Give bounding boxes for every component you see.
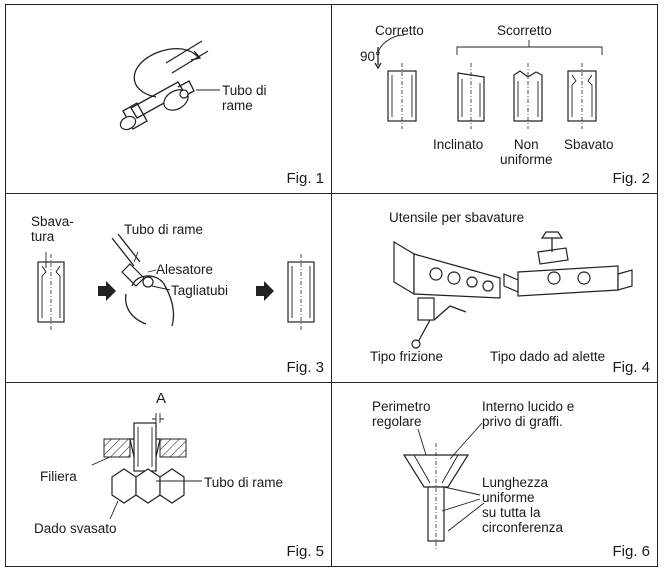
tube-cut-comparison [374, 34, 603, 129]
figure-5-panel: A Filiera Tubo di rame Dado svasato Fig.… [5, 382, 332, 567]
length-label: Lunghezza uniforme su tutta la circonfer… [482, 475, 564, 535]
figure-3-panel: Sbava- tura Tubo di rame Alesatore Tagli… [5, 193, 332, 383]
wingnut-type-label: Tipo dado ad alette [490, 349, 606, 364]
uneven-label: Non uniforme [500, 137, 553, 167]
figure-1-panel: Tubo di rame Fig. 1 [5, 4, 332, 194]
dimension-a-label: A [156, 390, 167, 407]
burr-label: Sbava- tura [31, 214, 74, 244]
burred-label: Sbavato [564, 137, 614, 152]
tube-label: Tubo di rame [222, 83, 267, 113]
angle-label: 90° [360, 49, 381, 64]
friction-type-label: Tipo frizione [370, 349, 444, 364]
fig-4-caption: Fig. 4 [612, 359, 650, 376]
inclined-label: Inclinato [433, 137, 484, 152]
perimeter-label: Perimetro regolare [372, 399, 431, 429]
fig-5-caption: Fig. 5 [286, 543, 324, 560]
tube-cutter-illustration [119, 40, 220, 131]
fig-1-caption: Fig. 1 [286, 170, 324, 187]
incorrect-label: Scorretto [497, 23, 552, 38]
tool-title: Utensile per sbavature [389, 210, 525, 225]
nut-label: Dado svasato [34, 521, 117, 536]
reamer-label: Alesatore [156, 262, 214, 277]
correct-label: Corretto [375, 23, 424, 38]
tube-label: Tubo di rame [124, 222, 204, 237]
figure-4-panel: Utensile per sbavature Tipo frizione Tip… [331, 193, 658, 383]
figure-grid: Tubo di rame Fig. 1 [5, 4, 658, 567]
flaring-die-illustration [91, 413, 202, 520]
fig-6-caption: Fig. 6 [612, 543, 650, 560]
die-label: Filiera [40, 469, 77, 484]
deburring-process-illustration [37, 233, 315, 330]
figure-6-panel: Perimetro regolare Interno lucido e priv… [331, 382, 658, 567]
interior-label: Interno lucido e privo di graffi. [482, 399, 575, 429]
tube-label: Tubo di rame [204, 475, 284, 490]
flared-tube-illustration [402, 422, 485, 549]
figure-2-panel: Corretto Scorretto 90° Inclinato Non uni… [331, 4, 658, 194]
fig-2-caption: Fig. 2 [612, 170, 650, 187]
cutter-label: Tagliatubi [171, 283, 229, 298]
fig-3-caption: Fig. 3 [286, 359, 324, 376]
flaring-tools-illustration [393, 231, 633, 349]
